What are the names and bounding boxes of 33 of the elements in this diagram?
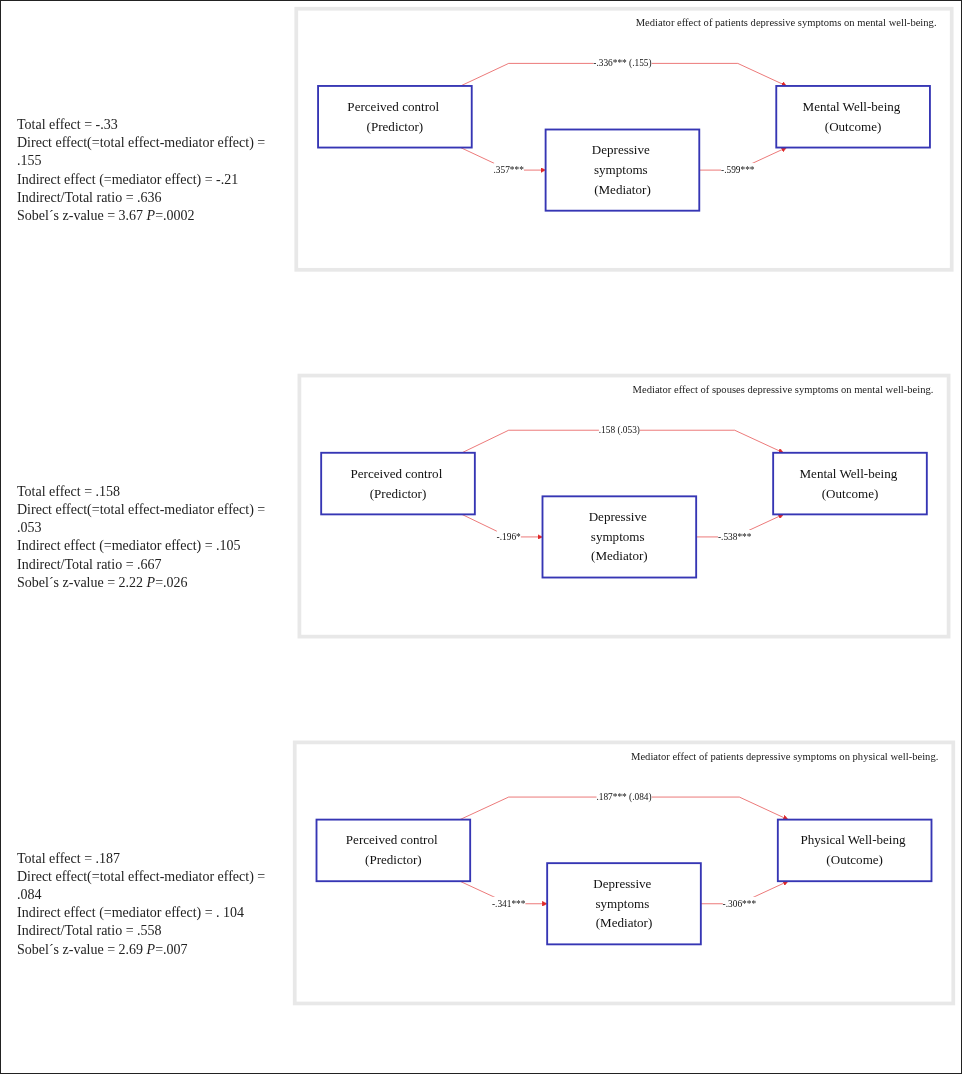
edge-label: -.538***	[717, 531, 752, 542]
edge-label: -.336*** (.155)	[593, 58, 652, 69]
statistic-text: Direct effect(=total effect-mediator effect) = .053	[17, 501, 267, 538]
node-box: Depressive symptoms (Mediator)	[544, 128, 701, 212]
statistic-text: Indirect effect (=mediator effect) = . 104	[17, 904, 246, 923]
statistic-text: Total effect = .187	[17, 849, 122, 868]
node-box: Physical Well-being (Outcome)	[776, 818, 933, 883]
node-box: Perceived control (Predictor)	[320, 451, 476, 516]
node-box: Mental Well-being (Outcome)	[775, 85, 931, 149]
statistic-text: Sobel´s z-value = 3.67 P=.0002	[17, 207, 196, 225]
edge-label: -.196*	[496, 531, 521, 542]
edge-label: .158 (.053)	[598, 425, 640, 436]
node-box: Mental Well-being (Outcome)	[772, 451, 928, 516]
node-box: Depressive symptoms (Mediator)	[546, 862, 702, 946]
statistic-text: Indirect/Total ratio = .667	[17, 555, 163, 574]
statistic-text: Indirect effect (=mediator effect) = -.21	[17, 170, 240, 189]
statistic-text: Direct effect(=total effect-mediator effect) = .155	[17, 134, 267, 171]
statistic-text: Sobel´s z-value = 2.69 P=.007	[17, 940, 189, 959]
node-box: Perceived control (Predictor)	[315, 818, 472, 883]
statistic-text: Direct effect(=total effect-mediator effect) = .084	[17, 867, 267, 905]
edge-label: -.306***	[722, 898, 757, 909]
edge-label: -.341***	[491, 898, 526, 909]
edge-label: .187*** (.084)	[596, 791, 652, 802]
statistic-text: Total effect = .158	[17, 482, 122, 501]
node-box: Depressive symptoms (Mediator)	[541, 495, 698, 579]
statistic-text: Indirect/Total ratio = .558	[17, 922, 163, 941]
statistic-text: Sobel´s z-value = 2.22 P=.026	[17, 573, 189, 592]
node-box: Perceived control (Predictor)	[317, 85, 473, 149]
statistic-text: Indirect/Total ratio = .636	[17, 188, 163, 207]
statistic-text: Indirect effect (=mediator effect) = .105	[17, 537, 242, 556]
edge-label: .357***	[493, 164, 524, 175]
edge-label: -.599***	[721, 164, 755, 175]
statistic-text: Total effect = -.33	[17, 116, 119, 135]
